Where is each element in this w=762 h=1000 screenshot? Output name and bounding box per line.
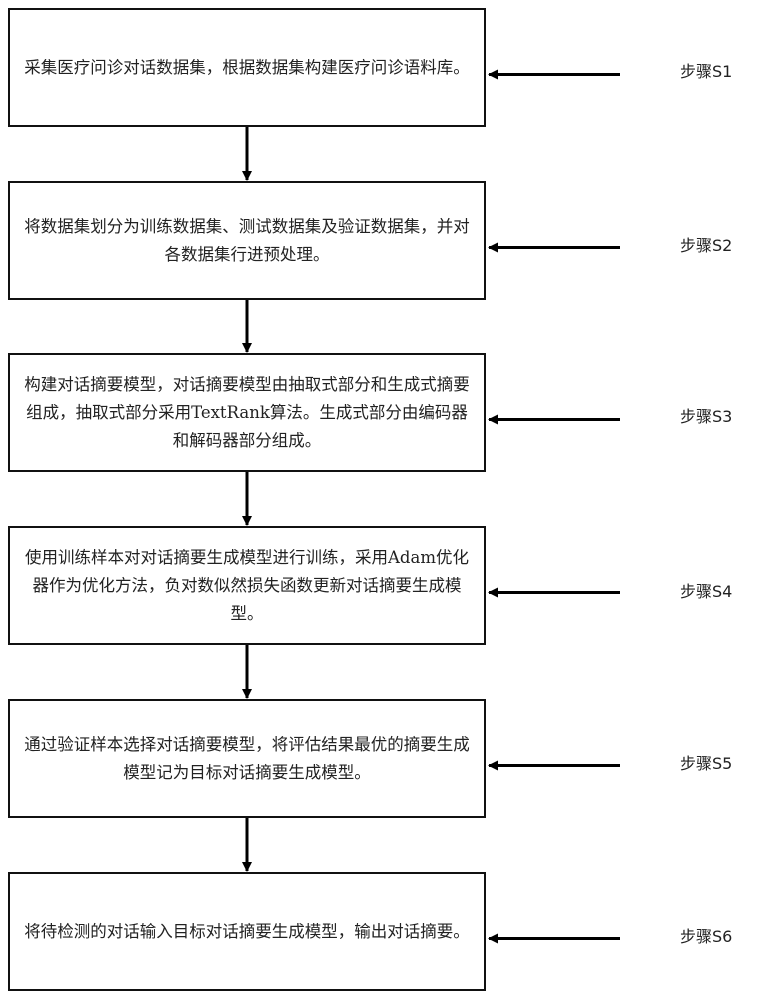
step-text-s2: 将数据集划分为训练数据集、测试数据集及验证数据集，并对各数据集行进预处理。 [24, 216, 470, 264]
step-box-s1: 采集医疗问诊对话数据集，根据数据集构建医疗问诊语料库。 [8, 8, 486, 127]
step-box-s3: 构建对话摘要模型，对话摘要模型由抽取式部分和生成式摘要组成，抽取式部分采用Tex… [8, 353, 486, 472]
step-text-s4: 使用训练样本对对话摘要生成模型进行训练，采用Adam优化器作为优化方法，负对数似… [25, 547, 469, 623]
step-label-s5: 步骤S5 [680, 754, 733, 773]
step-box-s5: 通过验证样本选择对话摘要模型，将评估结果最优的摘要生成模型记为目标对话摘要生成模… [8, 699, 486, 818]
step-text-s5: 通过验证样本选择对话摘要模型，将评估结果最优的摘要生成模型记为目标对话摘要生成模… [24, 734, 470, 782]
step-box-s4: 使用训练样本对对话摘要生成模型进行训练，采用Adam优化器作为优化方法，负对数似… [8, 526, 486, 645]
step-text-s1: 采集医疗问诊对话数据集，根据数据集构建医疗问诊语料库。 [24, 57, 470, 77]
step-label-s6: 步骤S6 [680, 927, 733, 946]
step-label-s4: 步骤S4 [680, 582, 733, 601]
step-box-s6: 将待检测的对话输入目标对话摘要生成模型，输出对话摘要。 [8, 872, 486, 991]
step-label-s2: 步骤S2 [680, 236, 733, 255]
step-text-s6: 将待检测的对话输入目标对话摘要生成模型，输出对话摘要。 [24, 921, 470, 941]
step-label-s3: 步骤S3 [680, 407, 733, 426]
step-text-s3: 构建对话摘要模型，对话摘要模型由抽取式部分和生成式摘要组成，抽取式部分采用Tex… [24, 374, 470, 450]
step-box-s2: 将数据集划分为训练数据集、测试数据集及验证数据集，并对各数据集行进预处理。 [8, 181, 486, 300]
step-label-s1: 步骤S1 [680, 62, 733, 81]
